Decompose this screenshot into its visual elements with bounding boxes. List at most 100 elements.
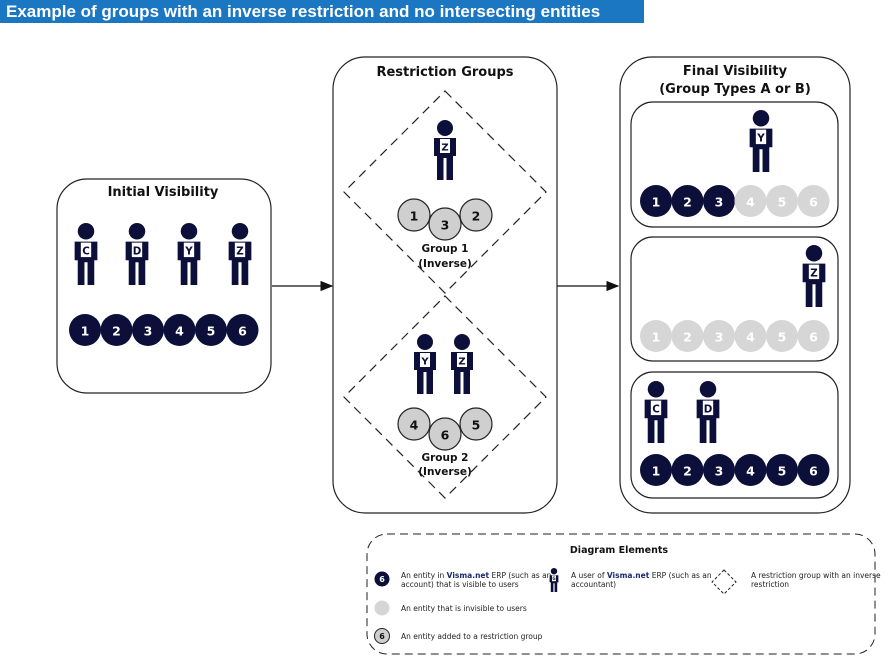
group-2-user-y-label: Y	[420, 357, 429, 368]
restriction-title: Restriction Groups	[376, 65, 513, 80]
final-panel-3-entity-2-label: 2	[683, 463, 692, 478]
final-panel-3-entity-5: 5	[766, 454, 798, 486]
entity-2-label: 2	[112, 323, 121, 338]
legend-group-diamond-icon	[711, 569, 737, 595]
group-1-entity-3: 3	[428, 207, 462, 241]
legend-visible-entity-icon	[374, 571, 390, 587]
final-panel-2-entity-4: 4	[734, 320, 767, 352]
legend-user-figure-label: G	[552, 576, 555, 581]
final-panel-2-user-z-label: Z	[810, 268, 818, 280]
final-panel-2-entity-4-label: 4	[746, 329, 755, 344]
final-panel-3-entity-4-label: 4	[746, 463, 755, 478]
group-1-user-z: Z	[434, 120, 456, 180]
legend-restriction-group: A restriction group with an inverse rest…	[711, 569, 881, 595]
legend-invisible-entity-text: An entity that is invisible to users	[401, 604, 527, 613]
group-2-entity-6: 6	[428, 417, 462, 451]
group-2-entity-5-label: 5	[472, 417, 481, 432]
final-panel-1-entity-1: 1	[640, 185, 672, 217]
group-2-entity-6-label: 6	[441, 427, 450, 442]
entity-1: 1	[69, 314, 101, 346]
user-z-figure-label: Z	[236, 246, 244, 258]
group-1-diamond	[343, 90, 547, 294]
group-2-entity-4-label: 4	[410, 417, 419, 432]
final-panel-2-entity-1: 1	[640, 320, 672, 352]
final-panel-3-user-d: D	[696, 381, 720, 443]
final-panel-3-entity-6-label: 6	[809, 463, 818, 478]
user-d-figure-label: D	[133, 246, 142, 258]
group-2-entity-5: 5	[459, 407, 493, 441]
final-title-line2: (Group Types A or B)	[659, 82, 811, 97]
legend-invisible-entity-icon	[374, 600, 390, 616]
final-panel-3-entity-5-label: 5	[778, 463, 787, 478]
final-panel-2-entity-2-label: 2	[683, 329, 692, 344]
entity-6-label: 6	[238, 323, 247, 338]
final-panel-3-entity-2: 2	[671, 454, 704, 486]
final-visibility-panel: Final Visibility (Group Types A or B) Y 1…	[619, 56, 851, 514]
entity-3: 3	[132, 314, 164, 346]
entity-2: 2	[100, 314, 133, 346]
group-2-diamond	[343, 295, 547, 499]
final-panel-1-entity-5: 5	[766, 185, 798, 217]
group-2-user-z-label: Z	[458, 357, 465, 368]
group-2-user-y: Y	[414, 334, 436, 394]
legend-visible-entity: 6 An entity in Visma.net ERP (such as an…	[374, 571, 552, 589]
final-panel-1-entity-6-label: 6	[809, 194, 818, 209]
entity-5: 5	[195, 314, 227, 346]
user-c-figure: C	[74, 223, 98, 285]
group-1-user-z-label: Z	[441, 143, 448, 154]
group-1-type: (Inverse)	[418, 258, 472, 270]
legend-user-text-line2: accountant)	[571, 580, 616, 589]
final-panel-2-user-z: Z	[802, 245, 826, 307]
group-2-type: (Inverse)	[418, 466, 472, 478]
group-2-name: Group 2	[422, 452, 469, 464]
final-panel-2-entity-1-label: 1	[652, 329, 661, 344]
legend-user-icon: G	[549, 568, 559, 592]
final-panel-2-entity-3: 3	[703, 320, 735, 352]
final-panel-1-entity-4: 4	[734, 185, 767, 217]
entity-4-label: 4	[175, 323, 184, 338]
group-2-entity-4: 4	[397, 407, 431, 441]
user-c-figure-label: C	[82, 246, 90, 258]
entity-3-label: 3	[144, 323, 153, 338]
entity-5-label: 5	[207, 323, 216, 338]
legend-group-entity-icon	[374, 628, 390, 644]
final-panel-2-entity-2: 2	[671, 320, 704, 352]
final-panel-1-entity-3-label: 3	[715, 194, 724, 209]
final-title-line1: Final Visibility	[683, 64, 788, 79]
legend-user-text: A user of Visma.net ERP (such as an	[571, 571, 712, 580]
final-panel-3-user-d-label: D	[704, 404, 713, 416]
final-panel-3-entity-4: 4	[734, 454, 767, 486]
group-1-entity-1-label: 1	[410, 208, 419, 223]
final-panel-3-user-c-label: C	[652, 404, 660, 416]
page-title: Example of groups with an inverse restri…	[0, 0, 644, 23]
legend-group-entity: 6 An entity added to a restriction group	[374, 628, 543, 644]
legend-group-entity-number: 6	[379, 632, 385, 641]
final-panel-2-entity-6: 6	[797, 320, 830, 352]
legend-title: Diagram Elements	[570, 545, 668, 556]
final-panel-1-user-y-label: Y	[756, 133, 765, 145]
final-panel-3-entity-6: 6	[797, 454, 830, 486]
legend-visible-entity-number: 6	[379, 575, 385, 584]
group-1-entity-1: 1	[397, 198, 431, 232]
final-panel-2-entity-6-label: 6	[809, 329, 818, 344]
legend-group-text-line2: restriction	[751, 580, 789, 589]
final-panel-2-entity-5-label: 5	[778, 329, 787, 344]
legend-invisible-entity: An entity that is invisible to users	[374, 600, 527, 616]
final-panel-1-entity-5-label: 5	[778, 194, 787, 209]
group-1-name: Group 1	[422, 243, 469, 255]
final-panel-3-entity-1-label: 1	[652, 463, 661, 478]
entity-6: 6	[226, 314, 259, 346]
legend: Diagram Elements 6 An entity in Visma.ne…	[366, 533, 881, 655]
